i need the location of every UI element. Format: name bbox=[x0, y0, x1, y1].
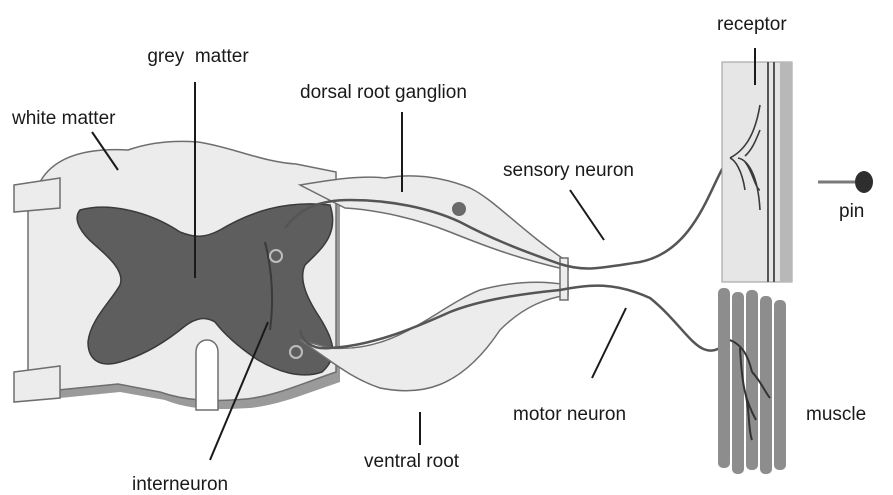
muscle bbox=[718, 288, 786, 474]
muscle-fiber bbox=[732, 292, 744, 474]
central-canal bbox=[196, 340, 218, 410]
muscle-fiber bbox=[774, 300, 786, 470]
label-dorsal-root-ganglion: dorsal root ganglion bbox=[300, 82, 467, 103]
receptor-skin bbox=[722, 62, 792, 282]
dorsal-root bbox=[300, 176, 568, 270]
ventral-horn-left bbox=[14, 366, 60, 402]
label-ventral-root: ventral root bbox=[364, 451, 460, 472]
label-white-matter: white matter bbox=[11, 108, 116, 129]
leader-motor-neuron bbox=[592, 308, 626, 378]
pin-head bbox=[855, 171, 873, 193]
label-sensory-neuron: sensory neuron bbox=[503, 160, 634, 181]
label-grey-matter: grey matter bbox=[147, 46, 249, 67]
label-muscle: muscle bbox=[806, 404, 866, 425]
roots bbox=[300, 176, 568, 391]
muscle-fiber bbox=[718, 288, 730, 468]
label-motor-neuron: motor neuron bbox=[513, 404, 626, 425]
label-interneuron: interneuron bbox=[132, 474, 228, 495]
label-pin: pin bbox=[839, 201, 864, 222]
muscle-fiber bbox=[746, 290, 758, 470]
spinal-cord bbox=[14, 141, 340, 410]
ventral-root bbox=[300, 282, 568, 391]
leader-sensory-neuron bbox=[570, 190, 604, 240]
ganglion-cell-body bbox=[452, 202, 466, 216]
motor-fiber bbox=[300, 286, 730, 351]
pin-icon bbox=[818, 171, 873, 193]
dorsal-horn-left bbox=[14, 178, 60, 212]
skin-surface bbox=[780, 62, 792, 282]
label-receptor: receptor bbox=[717, 14, 787, 35]
